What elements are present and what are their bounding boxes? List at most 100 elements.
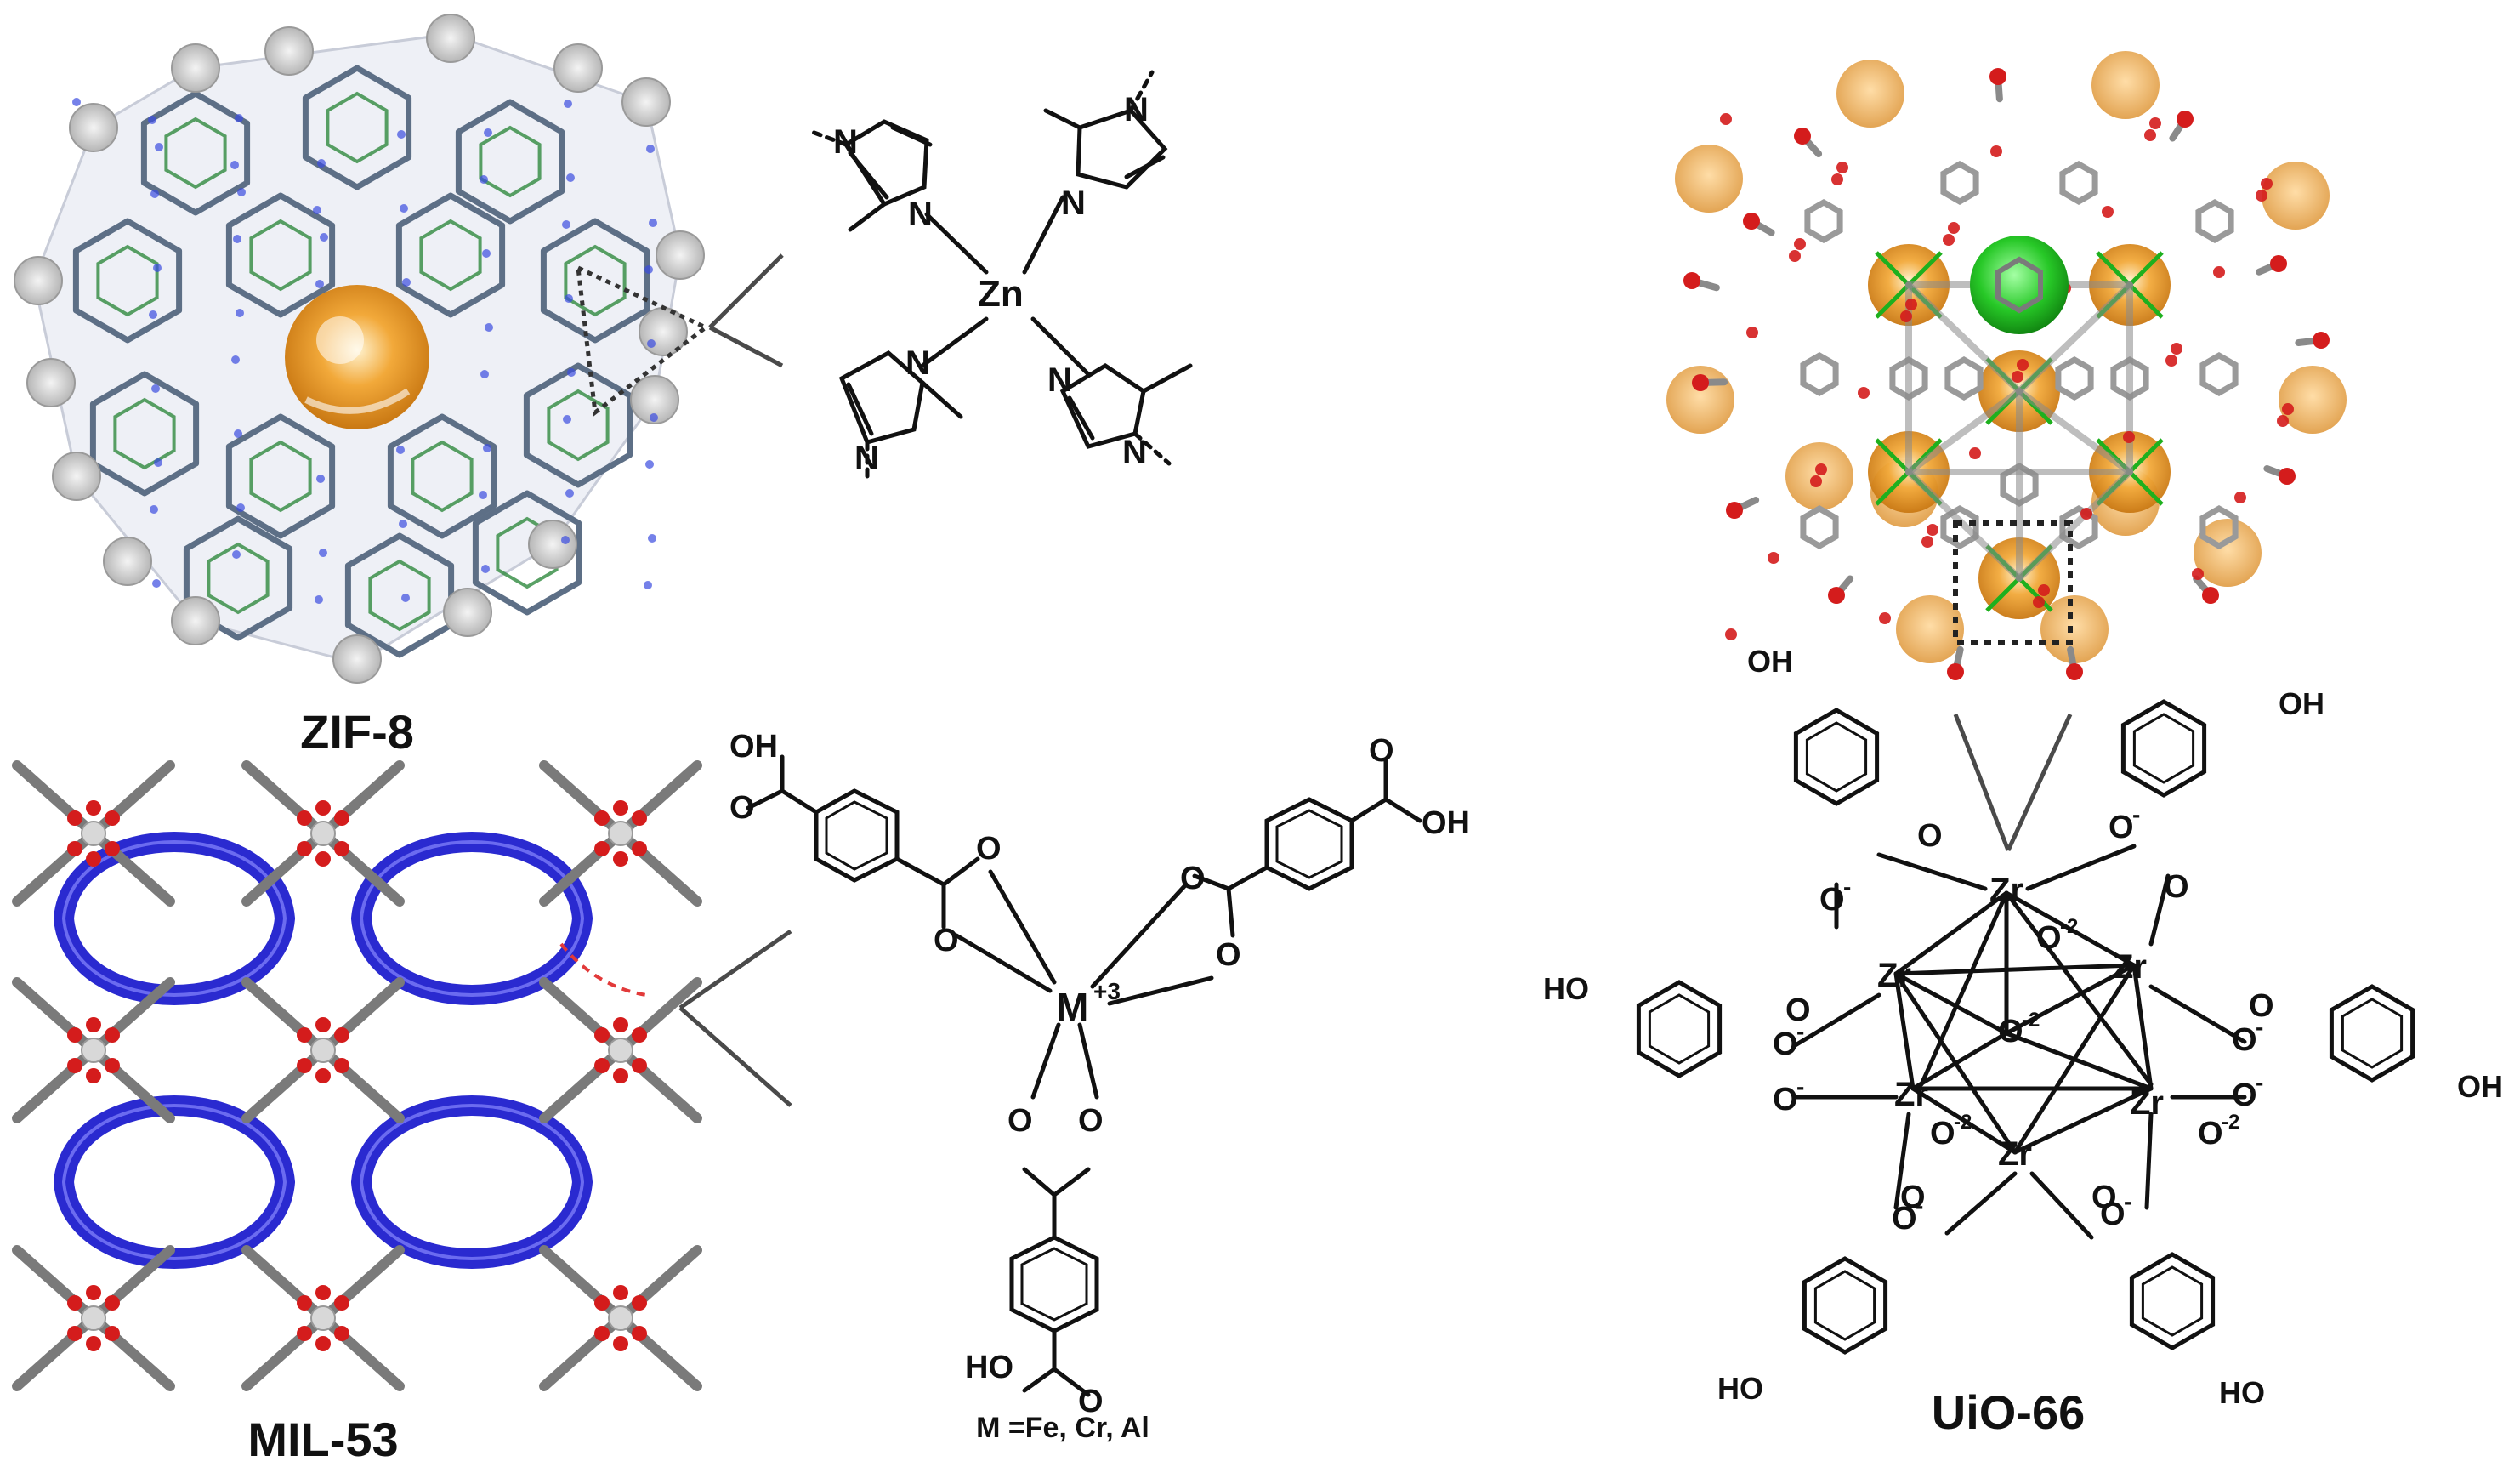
mil53-metal-node [608,821,633,846]
zif8-atom-sphere [630,375,679,424]
uio66-acid-oh-2: OH [2279,686,2324,721]
uio66-carboxylate-charge-1: - [1843,873,1851,900]
zif8-atom-sphere [426,14,475,63]
uio66-linker-ring [1940,504,1979,550]
uio66-oxo-label-1: O [2036,920,2062,956]
mil53-o-8: O [1078,1103,1104,1139]
uio66-carboxylate-charge-5: - [2256,1014,2263,1040]
zif8-crystal-render [14,14,710,684]
uio66-oxo-charge-2: -2 [2022,1009,2040,1032]
uio66-carboxylate-o-6: O [2232,1078,2257,1113]
zif8-atom-sphere [332,634,382,684]
uio66-carbonyl-o-1: O [1917,818,1943,854]
zif8-n-label-4: N [1061,185,1086,222]
uio66-linker-ring [2195,198,2234,244]
uio66-linker-ring [2059,160,2098,206]
mil53-o-5: O [1180,861,1206,896]
uio66-pore-sphere [1970,236,2069,334]
zif8-cage [455,99,565,225]
uio66-linker-ring [1800,351,1839,397]
zif8-cage [183,515,293,641]
uio66-oxo-charge-1: -2 [2060,915,2078,938]
zif8-cage [225,413,336,539]
mil53-o-7: O [1007,1103,1033,1139]
uio66-carboxylate-o-3: O [1773,1026,1798,1062]
mil53-structure-labels: OH O O O O OH O O O O HO O M +3 [729,729,1470,1419]
uio66-amber-sphere [2091,51,2160,119]
zif8-n-label-8: N [1122,434,1147,471]
zif8-atom-sphere [656,230,705,280]
uio66-carboxylate-charge-6: - [2256,1069,2263,1095]
mil53-o-1: O [729,790,755,826]
zif8-pore-sphere [285,285,429,429]
mil53-metal-node [81,821,106,846]
uio66-carboxylate-charge-8: - [2124,1188,2131,1214]
zif8-cage [89,371,200,497]
mil53-oh-top: OH [729,729,778,765]
uio66-linker-ring [1944,355,1984,401]
uio66-zr-label-5: Zr [2130,1084,2164,1122]
uio66-amber-sphere [2040,595,2109,663]
uio66-amber-sphere [2279,366,2347,434]
zif8-atom-sphere [171,43,220,93]
uio66-zr-label-4: Zr [1894,1076,1928,1113]
mil53-metal-node [310,1038,336,1063]
uio66-amber-sphere [1896,595,1964,663]
uio66-carboxylate-o-8: O [2100,1197,2126,1232]
zif8-n-label-5: N [905,344,930,382]
mil53-caption: MIL-53 [247,1413,398,1466]
mil53-metal-node [608,1305,633,1331]
uio66-acid-ho-1: HO [1543,971,1589,1006]
uio66-linker-ring [2055,355,2094,401]
uio66-crystal-render [1666,51,2347,680]
uio66-amber-sphere [2194,519,2262,587]
zif8-cage [302,65,412,190]
uio66-carboxylate-o-5: O [2232,1022,2257,1058]
zif8-pointer-lines [708,253,784,368]
uio66-amber-sphere [1785,442,1853,510]
uio66-benzene-ring [1802,1256,1888,1355]
zif8-structure-labels: N N N N N N N N Zn [833,91,1149,477]
uio66-oxo-label-3: O [1930,1116,1955,1151]
uio66-carbonyl-o-2: O [2164,869,2189,905]
zif8-atom-sphere [443,588,492,637]
zif8-cage [395,192,506,318]
uio66-carbonyl-o-5: O [1900,1180,1926,1215]
zif8-zn-label: Zn [978,273,1024,315]
mil53-metal-note: M =Fe, Cr, Al [976,1412,1149,1444]
mil53-o-9: O [1078,1384,1104,1419]
zif8-n-label-1: N [833,123,858,161]
zif8-atom-sphere [264,26,314,76]
zif8-atom-sphere [14,256,63,305]
mil53-ho-bottom: HO [965,1350,1013,1385]
uio66-acid-ho-2: HO [1717,1371,1763,1406]
uio66-caption: UiO-66 [1932,1385,2086,1439]
mil53-o-2: O [976,831,1002,867]
uio66-oxo-label-2: O [1998,1014,2023,1049]
zif8-caption: ZIF-8 [300,705,414,759]
mil53-oh-right: OH [1422,805,1470,841]
uio66-carbonyl-o-3: O [1785,992,1811,1028]
mil53-metal-node [81,1305,106,1331]
uio66-linker-ring [1940,160,1979,206]
uio66-oxo-charge-4: -2 [2222,1111,2239,1134]
uio66-linker-ring [2199,351,2239,397]
zif8-atom-sphere [52,452,101,501]
zif8-atom-sphere [103,537,152,586]
uio66-carboxylate-charge-4: - [1796,1073,1804,1100]
zif8-atom-sphere [528,520,577,569]
uio66-benzene-ring [1793,708,1880,806]
uio66-carboxylate-o-1: O [1819,882,1845,918]
zif8-atom-sphere [553,43,603,93]
zif8-atom-sphere [171,596,220,645]
zif8-cage [225,192,336,318]
mil53-metal-label: M [1056,985,1088,1029]
uio66-acid-oh-3: OH [2457,1069,2503,1104]
zif8-cage [540,218,650,344]
zif8-cage [523,362,633,488]
uio66-acid-ho-3: HO [2219,1375,2265,1410]
uio66-carboxylate-o-4: O [1773,1082,1798,1117]
